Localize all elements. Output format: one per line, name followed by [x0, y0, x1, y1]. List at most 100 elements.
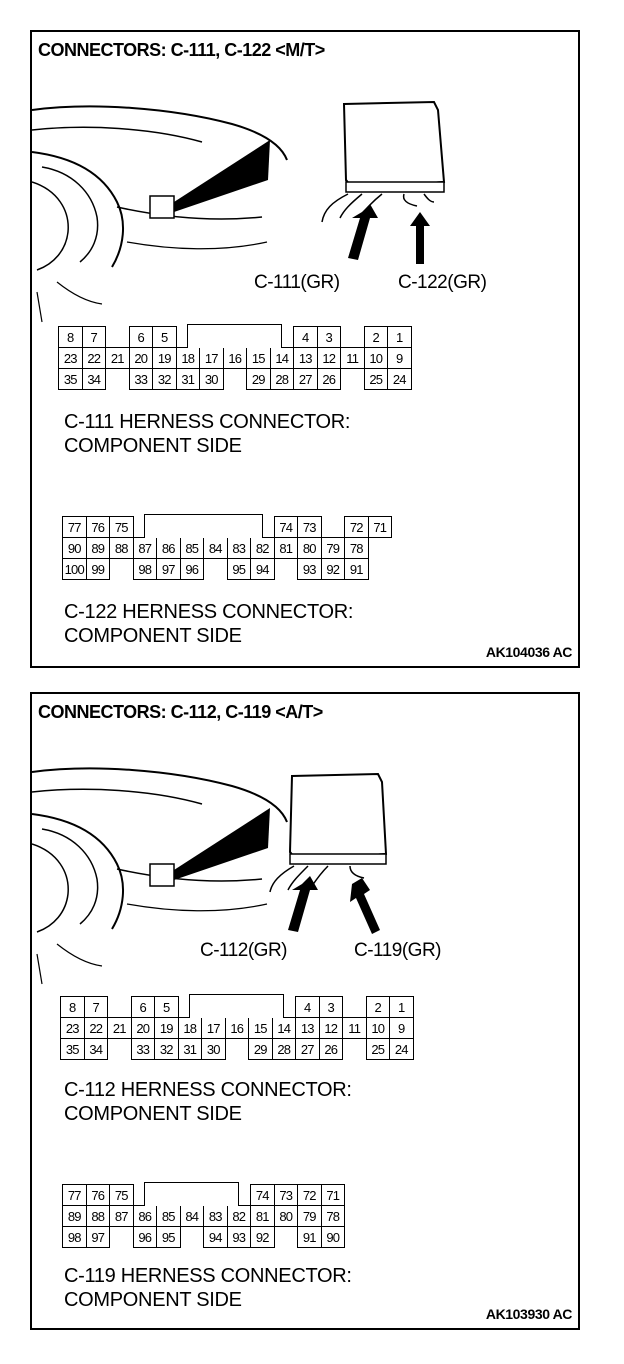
pin-cell: 2	[365, 996, 390, 1018]
callout-left: C-112(GR)	[200, 940, 288, 961]
pin-cell: 14	[271, 1017, 296, 1039]
pin-cell: 81	[273, 537, 298, 559]
pin-cell: 89	[85, 537, 110, 559]
pin-cell: 74	[273, 516, 298, 538]
pin-cell: 9	[389, 1017, 414, 1039]
pin-cell: 75	[109, 1184, 134, 1206]
caption-line-1: C-122 HERNESS CONNECTOR:	[64, 601, 354, 623]
pin-cell: 89	[62, 1205, 87, 1227]
figure-code: AK103930 AC	[485, 1306, 573, 1322]
pin-cell: 4	[293, 326, 318, 348]
pin-cell: 19	[152, 347, 177, 369]
pin-cell: 17	[199, 347, 224, 369]
pin-cell: 79	[320, 537, 345, 559]
pin-cell: 35	[60, 1038, 85, 1060]
caption-line-1: C-119 HERNESS CONNECTOR:	[64, 1265, 352, 1287]
figure-code: AK104036 AC	[485, 644, 573, 660]
pin-cell: 77	[62, 1184, 87, 1206]
connector-b-caption: C-122 HERNESS CONNECTOR: COMPONENT SIDE	[64, 600, 353, 648]
pin-cell: 1	[387, 326, 412, 348]
dashboard-illustration	[32, 767, 388, 985]
pin-cell: 3	[316, 326, 341, 348]
pin-cell: 96	[179, 558, 204, 580]
pin-cell: 13	[295, 1017, 320, 1039]
pin-cell: 33	[130, 1038, 155, 1060]
pin-cell: 20	[130, 1017, 155, 1039]
caption-line-2: COMPONENT SIDE	[64, 1289, 242, 1311]
connector-panel-at: CONNECTORS: C-112, C-119 <A/T> C-112(GR)…	[30, 692, 580, 1330]
pin-cell: 92	[320, 558, 345, 580]
pin-cell: 72	[297, 1184, 322, 1206]
pin-cell: 86	[156, 537, 181, 559]
pin-cell: 10	[363, 347, 388, 369]
pin-cell: 80	[297, 537, 322, 559]
pin-cell: 30	[201, 1038, 226, 1060]
pin-cell: 98	[132, 558, 157, 580]
pin-cell: 73	[273, 1184, 298, 1206]
pin-cell: 85	[179, 537, 204, 559]
pin-cell: 16	[222, 347, 247, 369]
connector-key-notch	[144, 1182, 240, 1206]
pin-cell: 2	[363, 326, 388, 348]
pin-cell: 19	[154, 1017, 179, 1039]
pin-cell: 12	[318, 1017, 343, 1039]
pin-cell: 14	[269, 347, 294, 369]
pin-cell: 3	[318, 996, 343, 1018]
pin-cell: 75	[109, 516, 134, 538]
pin-cell: 12	[316, 347, 341, 369]
pin-cell: 10	[365, 1017, 390, 1039]
pin-cell: 24	[389, 1038, 414, 1060]
pin-cell: 1	[389, 996, 414, 1018]
pin-cell: 7	[81, 326, 106, 348]
pin-cell: 28	[271, 1038, 296, 1060]
pin-cell: 96	[132, 1226, 157, 1248]
pin-cell: 88	[109, 537, 134, 559]
pin-cell: 82	[226, 1205, 251, 1227]
pin-cell: 9	[387, 347, 412, 369]
pin-cell: 99	[85, 558, 110, 580]
pin-cell: 73	[297, 516, 322, 538]
pin-cell: 97	[156, 558, 181, 580]
pin-cell: 22	[83, 1017, 108, 1039]
pin-cell: 32	[152, 368, 177, 390]
pin-cell: 90	[62, 537, 87, 559]
pin-cell: 83	[226, 537, 251, 559]
pin-cell: 91	[344, 558, 369, 580]
pin-cell: 33	[128, 368, 153, 390]
pin-cell: 81	[250, 1205, 275, 1227]
pin-cell: 23	[58, 347, 83, 369]
pin-cell: 20	[128, 347, 153, 369]
connector-b-caption: C-119 HERNESS CONNECTOR: COMPONENT SIDE	[64, 1264, 352, 1312]
pin-cell: 27	[293, 368, 318, 390]
pin-cell: 91	[297, 1226, 322, 1248]
pin-cell: 11	[342, 1017, 367, 1039]
pin-cell: 95	[226, 558, 251, 580]
panel-title: CONNECTORS: C-111, C-122 <M/T>	[38, 40, 325, 60]
pin-cell: 94	[203, 1226, 228, 1248]
pin-cell: 94	[250, 558, 275, 580]
caption-line-1: C-111 HERNESS CONNECTOR:	[64, 411, 351, 433]
pin-cell: 80	[273, 1205, 298, 1227]
callout-right: C-119(GR)	[354, 940, 442, 961]
pin-cell: 82	[250, 537, 275, 559]
pin-cell: 27	[295, 1038, 320, 1060]
pin-cell: 78	[344, 537, 369, 559]
pin-cell: 74	[250, 1184, 275, 1206]
pin-cell: 76	[85, 516, 110, 538]
caption-line-2: COMPONENT SIDE	[64, 625, 242, 647]
pin-cell: 4	[295, 996, 320, 1018]
pin-cell: 5	[154, 996, 179, 1018]
pin-cell: 18	[175, 347, 200, 369]
pin-cell: 23	[60, 1017, 85, 1039]
pin-cell: 25	[363, 368, 388, 390]
pin-cell: 29	[248, 1038, 273, 1060]
pin-cell: 6	[130, 996, 155, 1018]
pin-cell: 76	[85, 1184, 110, 1206]
pin-cell: 86	[132, 1205, 157, 1227]
pin-cell: 84	[203, 537, 228, 559]
connector-a-caption: C-112 HERNESS CONNECTOR: COMPONENT SIDE	[64, 1078, 352, 1126]
pin-cell: 21	[105, 347, 130, 369]
